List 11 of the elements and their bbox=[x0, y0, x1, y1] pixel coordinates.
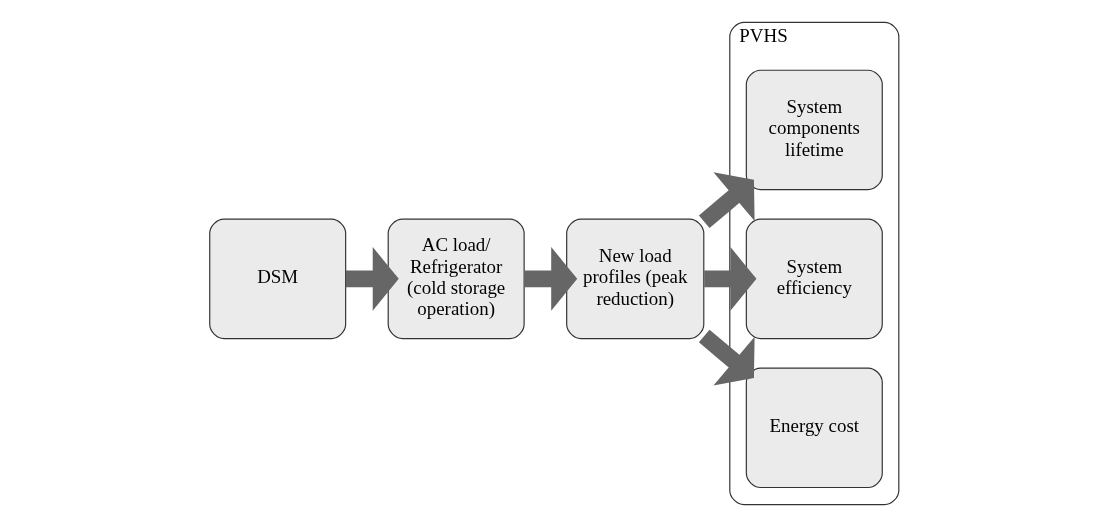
node-box: AC load/ Refrigerator (cold storage operation) bbox=[387, 218, 525, 340]
node-box: System efficiency bbox=[745, 218, 883, 340]
arrow bbox=[524, 246, 578, 311]
node-box: New load profiles (peak reduction) bbox=[566, 218, 705, 340]
node-box: Energy cost bbox=[745, 367, 883, 489]
arrow bbox=[698, 329, 755, 386]
node-box: System components lifetime bbox=[745, 69, 883, 191]
arrow bbox=[704, 246, 757, 311]
node-box: DSM bbox=[209, 218, 347, 340]
arrow bbox=[345, 246, 399, 311]
arrow bbox=[698, 172, 755, 229]
